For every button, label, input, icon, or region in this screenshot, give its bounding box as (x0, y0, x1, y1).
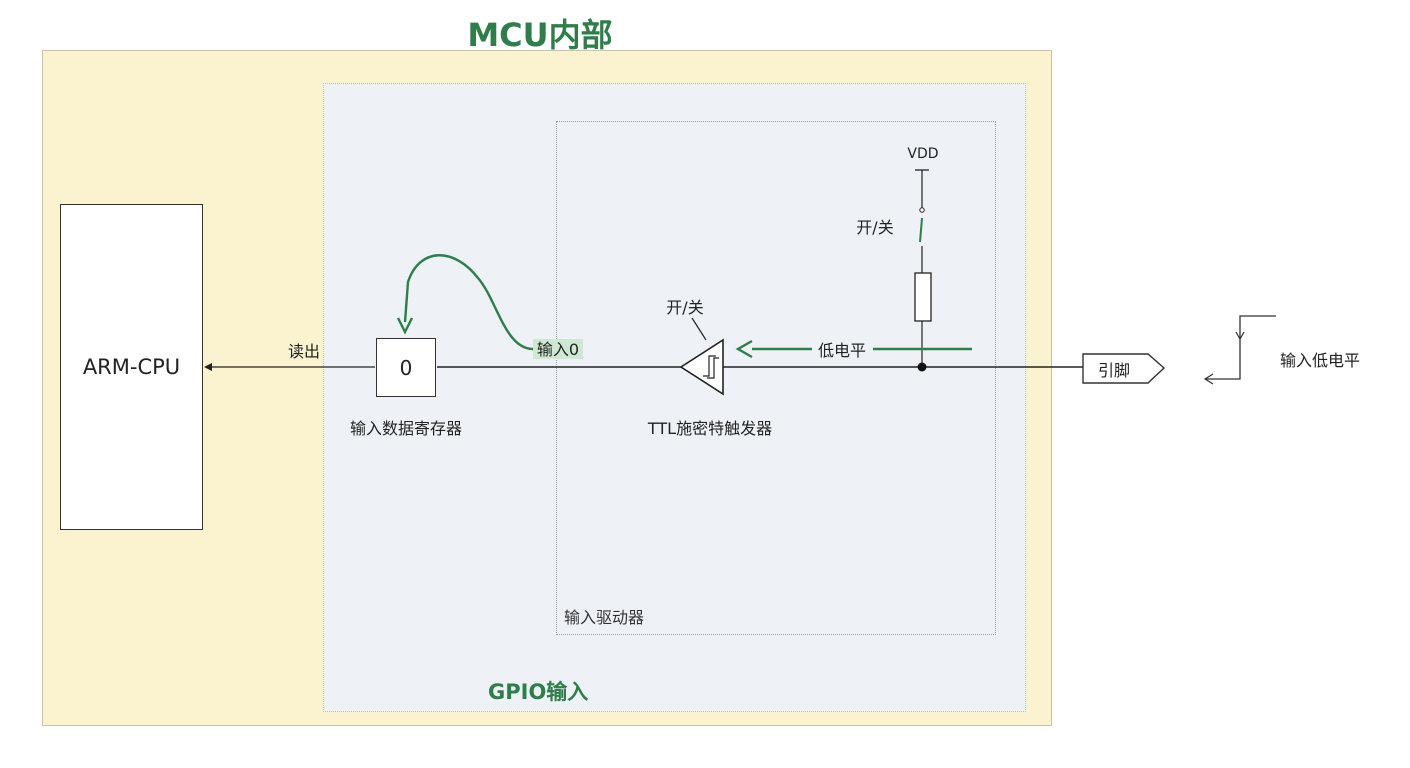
pull-up-switch-label: 开/关 (856, 218, 893, 237)
falling-edge-waveform (1203, 315, 1276, 385)
input-driver-label: 输入驱动器 (564, 608, 645, 627)
schmitt-trigger-symbol (679, 338, 724, 396)
pull-up-branch (914, 169, 932, 372)
trigger-enable-line (691, 317, 707, 341)
low-level-label: 低电平 (818, 341, 866, 360)
gpio-input-label: GPIO输入 (488, 680, 589, 704)
low-level-arrowhead (735, 339, 753, 359)
register-label: 输入数据寄存器 (350, 419, 462, 438)
input-low-level-label: 输入低电平 (1280, 351, 1360, 370)
read-out-label: 读出 (288, 342, 320, 361)
feedback-arrowhead (396, 317, 414, 335)
feedback-curve (403, 254, 534, 351)
trigger-switch-label: 开/关 (666, 298, 703, 317)
input-tag-highlight (533, 339, 583, 359)
arm-cpu-label: ARM-CPU (82, 355, 181, 379)
junction-dot (917, 362, 927, 372)
pin-symbol (1082, 353, 1166, 384)
input-zero-tag: 输入0 (537, 340, 579, 359)
vdd-label: VDD (907, 146, 938, 162)
input-driver-region (556, 121, 996, 635)
arm-cpu-block: ARM-CPU (60, 204, 203, 530)
read-out-arrowhead (204, 363, 212, 371)
schmitt-trigger-label: TTL施密特触发器 (647, 419, 772, 438)
pin-label: 引脚 (1098, 361, 1131, 380)
input-data-register: 0 (376, 338, 436, 397)
register-value: 0 (399, 355, 413, 380)
pull-up-switch (919, 217, 923, 243)
pull-up-resistor (914, 272, 932, 322)
mcu-title: MCU内部 (467, 16, 613, 54)
